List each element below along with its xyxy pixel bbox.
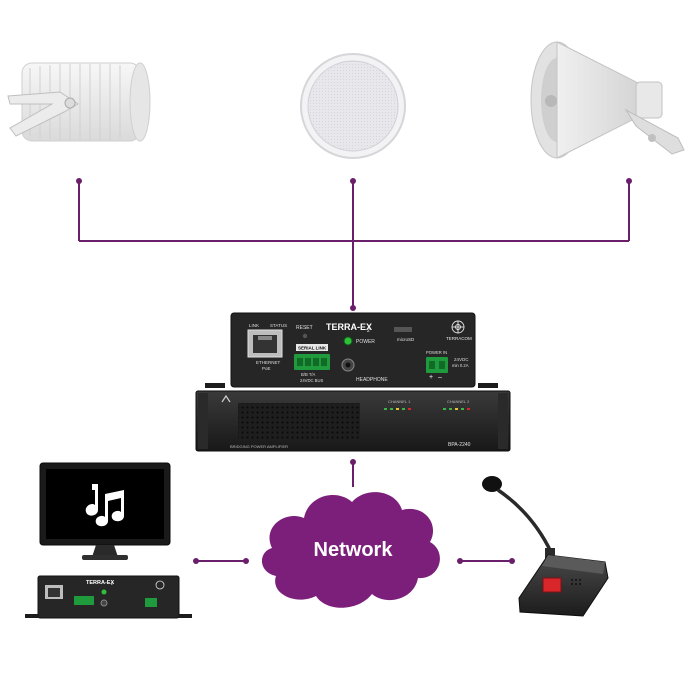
power-led	[343, 336, 353, 346]
serial-bus-label: 24VDC BUS	[300, 378, 323, 383]
bridging-power-amplifier: CHANNEL 1 CHANNEL 2 BRIDGING POWER AMPLI…	[195, 390, 511, 452]
network-label: Network	[314, 539, 394, 561]
desk-microphone	[482, 476, 609, 617]
headphone-label: HEADPHONE	[356, 377, 388, 383]
music-note-icon	[85, 484, 124, 527]
connection-dot	[350, 459, 356, 465]
power-in-label: POWER IN	[426, 350, 447, 355]
brand-title: TERRA-EX	[326, 322, 372, 332]
connection-dot	[243, 558, 249, 564]
connection-dots	[76, 178, 632, 564]
amp-channel-leds	[384, 408, 470, 410]
microsd-label: microSD	[397, 337, 415, 342]
amp-model-label: BPA-2240	[448, 442, 471, 448]
computer-monitor	[39, 462, 171, 560]
connection-dot	[457, 558, 463, 564]
serial-link-label: SERIAL LINK	[298, 346, 327, 351]
microsd-slot[interactable]	[394, 327, 412, 332]
power-label: POWER	[356, 339, 375, 345]
poe-label: PoE	[262, 366, 271, 371]
ethernet-label: ETHERNET	[256, 360, 281, 365]
small-brand-suffix: 2	[111, 582, 113, 586]
connection-dot	[509, 558, 515, 564]
power-in-terminal[interactable]	[426, 357, 448, 373]
connection-dot	[76, 178, 82, 184]
terracom-logo-icon	[451, 320, 465, 334]
brand-suffix: 2	[367, 328, 370, 334]
amp-vent-grille	[238, 403, 360, 439]
power-spec-label: 24VDC	[454, 357, 469, 362]
horn-speaker	[530, 41, 685, 159]
polarity-plus: +	[429, 374, 433, 381]
channel2-label: CHANNEL 2	[447, 399, 470, 404]
connection-lines	[78, 181, 630, 562]
terra-ex-main-unit: LINK STATUS ETHERNET PoE RESET TERRA-EX …	[205, 312, 498, 388]
status-label: STATUS	[270, 323, 287, 328]
ethernet-port-icon	[247, 329, 283, 358]
connection-dot	[626, 178, 632, 184]
connection-dot	[350, 305, 356, 311]
terra-ex-small-unit: TERRA-EX 2	[25, 575, 192, 619]
serial-pins-label: B/B T/A	[301, 372, 316, 377]
channel1-label: CHANNEL 1	[388, 399, 411, 404]
connection-dot	[193, 558, 199, 564]
wall-speaker-cylinder	[7, 62, 151, 142]
connection-dot	[350, 178, 356, 184]
serial-link-terminal[interactable]	[294, 354, 330, 370]
reset-button[interactable]	[302, 333, 308, 339]
small-brand-title: TERRA-EX	[86, 580, 114, 586]
serial-link-plate	[296, 344, 328, 351]
polarity-minus: –	[438, 374, 442, 381]
ceiling-speaker	[300, 53, 406, 159]
power-current-label: min 0.2A	[452, 363, 469, 368]
amp-type-label: BRIDGING POWER AMPLIFIER	[230, 444, 288, 449]
talk-button[interactable]	[542, 577, 562, 593]
terracom-logo-text: TERRACOM	[446, 336, 472, 341]
link-label: LINK	[249, 323, 259, 328]
network-cloud: Network	[261, 492, 440, 608]
reset-label: RESET	[296, 325, 313, 331]
